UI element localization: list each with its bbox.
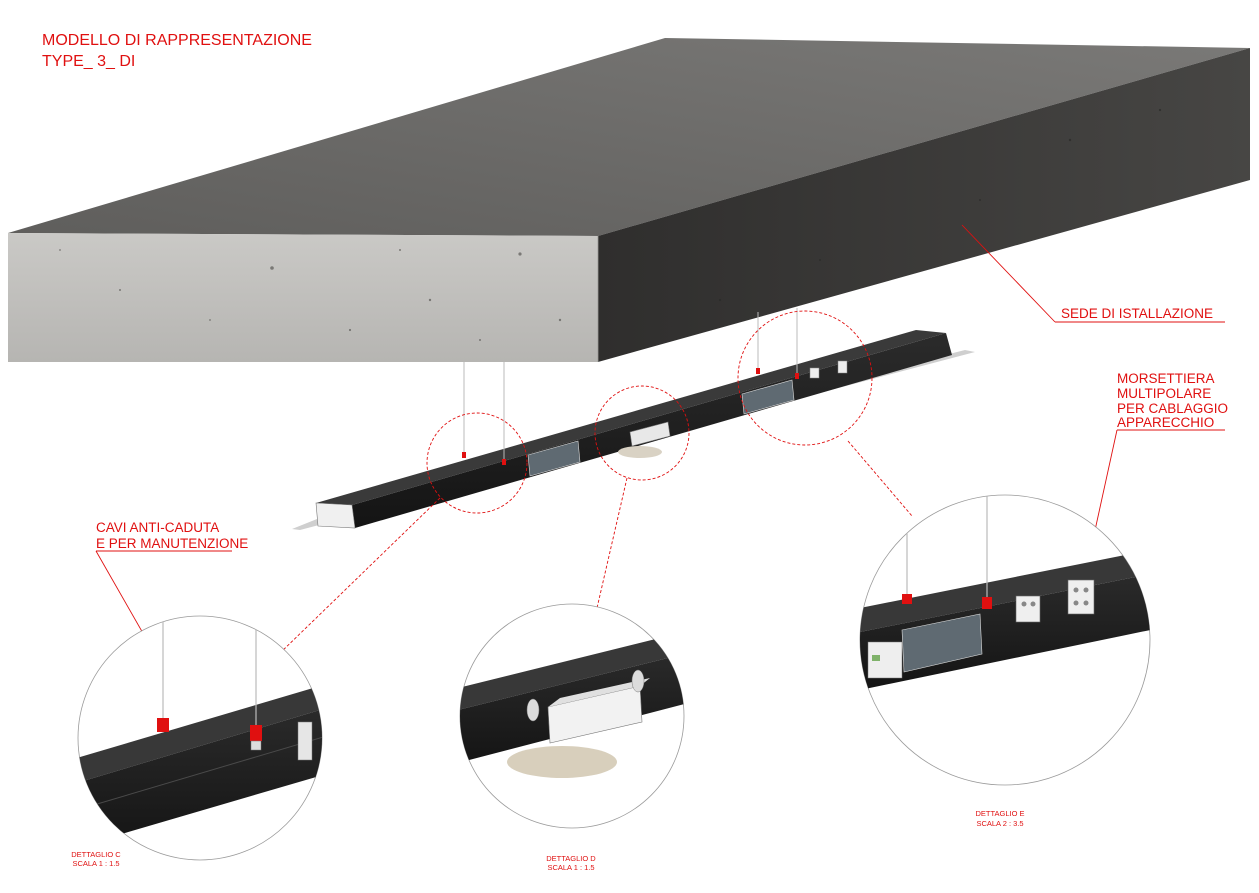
profile-top <box>316 330 946 505</box>
concrete-slab <box>8 38 1250 362</box>
detail-d-scale: SCALA 1 : 1.5 <box>547 863 594 872</box>
main-cables <box>463 308 798 463</box>
detail-c-scale: SCALA 1 : 1.5 <box>72 859 119 868</box>
driver-box-2 <box>741 379 795 415</box>
detail-connectors <box>277 440 913 656</box>
label-terminal-line-1: MORSETTIERA <box>1117 371 1215 386</box>
slab-front-face <box>8 233 598 362</box>
detail-d-view <box>459 603 685 829</box>
detail-c-view <box>77 615 323 861</box>
detail-e-scale: SCALA 2 : 3.5 <box>976 819 1023 828</box>
title-line-2: TYPE_ 3_ DI <box>42 53 135 70</box>
driver-box-1 <box>527 440 581 477</box>
label-installation-seat: SEDE DI ISTALLAZIONE <box>1061 306 1213 321</box>
callout-circles <box>426 310 873 514</box>
detail-c-name: DETTAGLIO C <box>71 850 121 859</box>
detail-e-name: DETTAGLIO E <box>975 809 1024 818</box>
detail-e-view <box>859 494 1151 786</box>
luminaire-profile <box>292 330 975 530</box>
slab-side-face <box>598 48 1250 362</box>
detail-d-name: DETTAGLIO D <box>546 854 596 863</box>
label-terminal-line-4: APPARECCHIO <box>1117 415 1214 430</box>
slab-top-face <box>8 38 1250 236</box>
label-cables-line-1: CAVI ANTI-CADUTA <box>96 520 219 535</box>
end-cap <box>315 502 356 529</box>
label-terminal-line-2: MULTIPOLARE <box>1117 386 1211 401</box>
label-terminal-line-3: PER CABLAGGIO <box>1117 401 1228 416</box>
label-cables-line-2: E PER MANUTENZIONE <box>96 536 248 551</box>
title-line-1: MODELLO DI RAPPRESENTAZIONE <box>42 32 312 49</box>
